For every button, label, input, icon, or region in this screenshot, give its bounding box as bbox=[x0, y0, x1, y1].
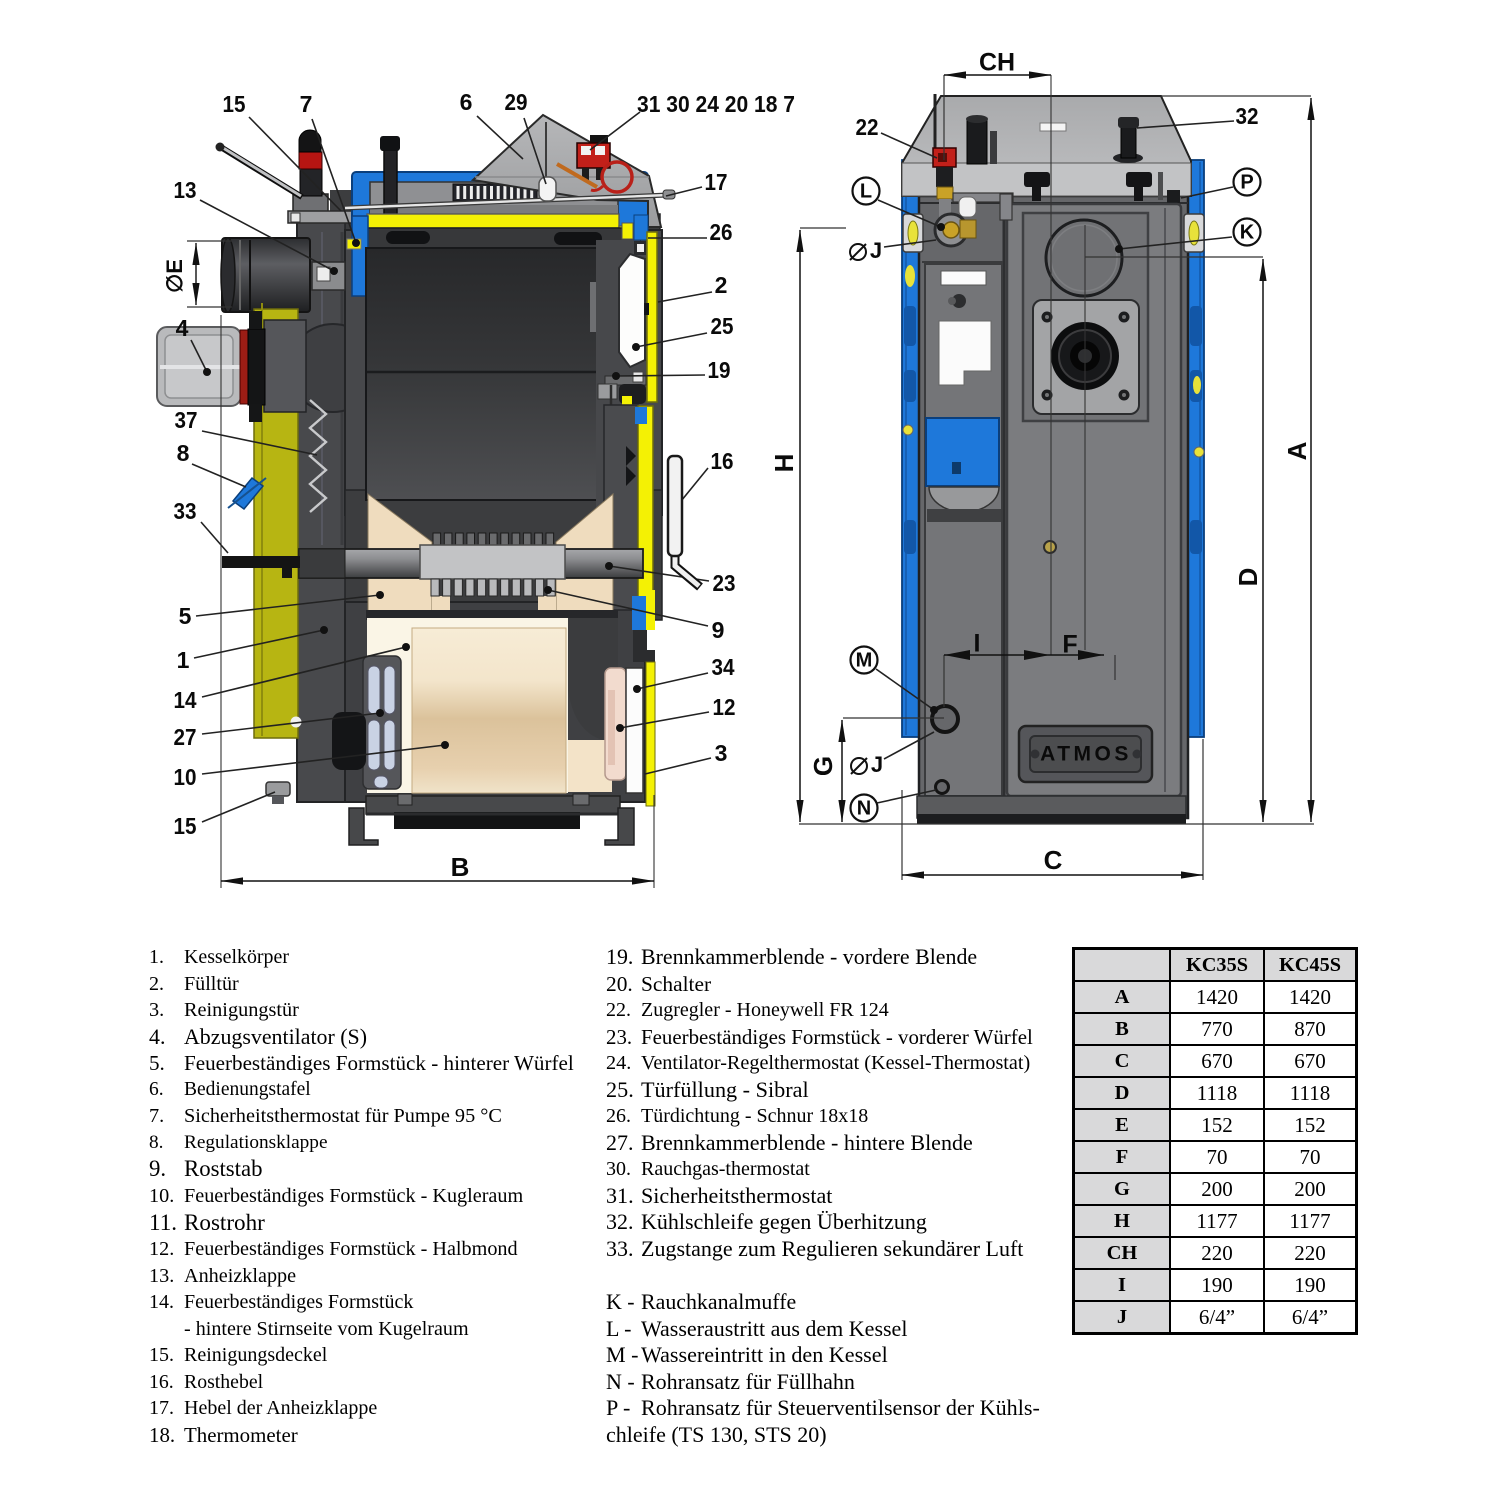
svg-text:25: 25 bbox=[711, 313, 734, 339]
svg-text:26: 26 bbox=[710, 219, 733, 245]
svg-text:14: 14 bbox=[174, 687, 197, 713]
svg-text:23: 23 bbox=[713, 570, 736, 596]
svg-text:7: 7 bbox=[300, 91, 313, 117]
svg-text:J: J bbox=[871, 752, 883, 777]
svg-text:33: 33 bbox=[174, 498, 197, 524]
svg-text:12: 12 bbox=[713, 694, 736, 720]
svg-text:C: C bbox=[1044, 845, 1063, 875]
svg-text:6: 6 bbox=[460, 89, 473, 115]
svg-text:N: N bbox=[857, 797, 871, 819]
svg-text:D: D bbox=[1233, 568, 1263, 587]
svg-text:4: 4 bbox=[176, 315, 189, 341]
svg-text:16: 16 bbox=[711, 448, 734, 474]
svg-text:17: 17 bbox=[705, 169, 728, 195]
svg-text:2: 2 bbox=[715, 272, 728, 298]
svg-text:9: 9 bbox=[712, 617, 725, 643]
svg-text:32: 32 bbox=[1236, 103, 1259, 129]
svg-text:F: F bbox=[1062, 631, 1077, 659]
svg-text:10: 10 bbox=[174, 764, 197, 790]
svg-text:5: 5 bbox=[179, 603, 192, 629]
svg-text:1: 1 bbox=[177, 647, 190, 673]
svg-text:K: K bbox=[1240, 221, 1255, 243]
svg-text:B: B bbox=[451, 852, 470, 882]
svg-text:CH: CH bbox=[979, 49, 1015, 77]
svg-text:31 30 24 20 18 7: 31 30 24 20 18 7 bbox=[637, 91, 795, 117]
svg-text:I: I bbox=[974, 630, 981, 658]
svg-text:29: 29 bbox=[505, 89, 528, 115]
svg-text:G: G bbox=[808, 756, 838, 776]
svg-text:∅E: ∅E bbox=[162, 259, 187, 293]
svg-text:P: P bbox=[1240, 171, 1253, 193]
svg-text:15: 15 bbox=[174, 813, 197, 839]
svg-text:J: J bbox=[870, 238, 882, 263]
svg-text:8: 8 bbox=[177, 440, 190, 466]
svg-text:M: M bbox=[856, 649, 873, 671]
svg-text:27: 27 bbox=[174, 724, 197, 750]
svg-text:3: 3 bbox=[715, 740, 728, 766]
svg-text:ATMOS: ATMOS bbox=[1040, 743, 1132, 766]
svg-text:A: A bbox=[1282, 441, 1312, 460]
svg-text:34: 34 bbox=[712, 654, 735, 680]
svg-text:13: 13 bbox=[174, 177, 197, 203]
svg-text:L: L bbox=[860, 180, 872, 202]
svg-text:15: 15 bbox=[223, 91, 246, 117]
svg-text:19: 19 bbox=[708, 357, 731, 383]
svg-text:22: 22 bbox=[856, 114, 879, 140]
svg-text:H: H bbox=[769, 454, 799, 473]
svg-text:37: 37 bbox=[175, 407, 198, 433]
